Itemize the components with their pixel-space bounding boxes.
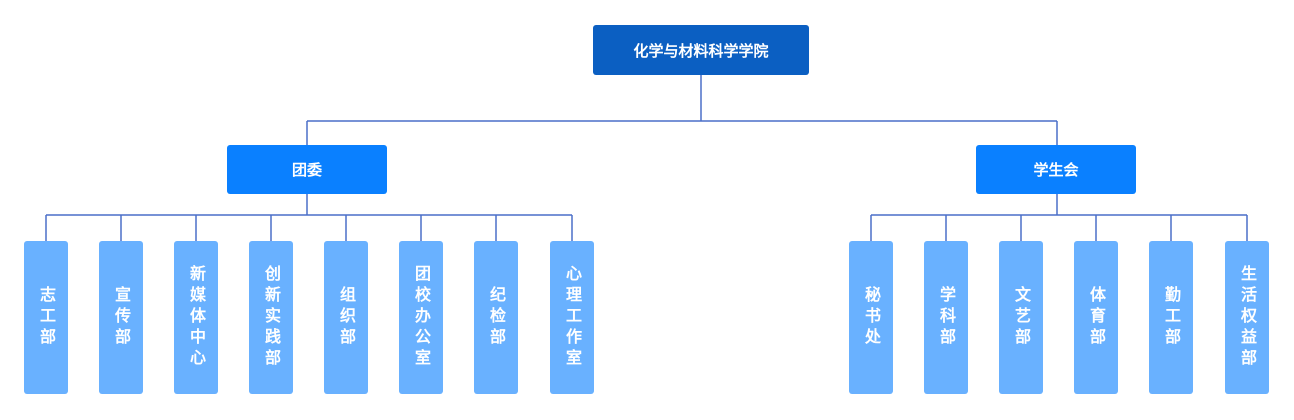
branch-node-tuanwei: 团委 [227,145,387,194]
leaf-node: 创新实践部 [249,241,293,394]
leaf-node: 心理工作室 [550,241,594,394]
leaf-node: 勤工部 [1149,241,1193,394]
leaf-label: 勤工部 [1162,286,1181,349]
leaf-label: 新媒体中心 [187,265,206,370]
leaf-node: 生活权益部 [1225,241,1269,394]
leaf-node: 新媒体中心 [174,241,218,394]
leaf-node: 团校办公室 [399,241,443,394]
branch-label: 学生会 [1033,161,1079,179]
leaf-label: 体育部 [1087,286,1106,349]
leaf-node: 纪检部 [474,241,518,394]
leaf-label: 秘书处 [862,286,881,349]
leaf-label: 宣传部 [112,286,131,349]
leaf-label: 创新实践部 [262,265,281,370]
leaf-node: 秘书处 [849,241,893,394]
leaf-label: 生活权益部 [1238,265,1257,370]
leaf-label: 纪检部 [487,286,506,349]
leaf-label: 学科部 [937,286,956,349]
leaf-node: 宣传部 [99,241,143,394]
leaf-node: 组织部 [324,241,368,394]
leaf-node: 学科部 [924,241,968,394]
leaf-label: 志工部 [37,286,56,349]
branch-node-xueshenghui: 学生会 [976,145,1136,194]
leaf-label: 组织部 [337,286,356,349]
leaf-label: 团校办公室 [412,265,431,370]
leaf-label: 文艺部 [1012,286,1031,349]
leaf-node: 志工部 [24,241,68,394]
leaf-node: 体育部 [1074,241,1118,394]
root-node: 化学与材料科学学院 [593,25,809,75]
leaf-label: 心理工作室 [563,265,582,370]
leaf-node: 文艺部 [999,241,1043,394]
branch-label: 团委 [291,161,322,179]
root-label: 化学与材料科学学院 [633,41,769,60]
